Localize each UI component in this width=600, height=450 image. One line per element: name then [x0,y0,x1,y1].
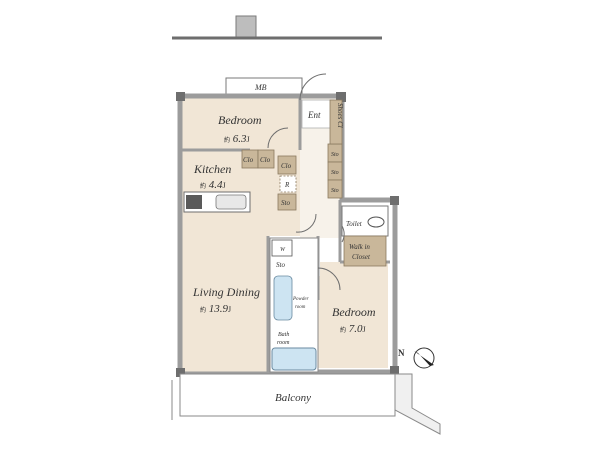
bedroom2-area: 約 7.0J [340,323,366,335]
storage-units [241,99,343,273]
kitchen-area: 約 4.4J [200,179,226,191]
storage-label: Sto [331,170,339,176]
wall-posts [176,92,399,377]
kitchen-label: Kitchen [193,162,231,176]
entrance-label: Ent [307,110,321,120]
storage-label: Sto [276,261,285,269]
living-area: 約 13.9J [200,303,231,315]
balcony [171,373,441,435]
compass-north-label: N [398,348,405,358]
toilet-block [341,205,389,267]
powder-label-2: room [295,305,306,310]
balcony-label: Balcony [275,392,311,404]
refrigerator-label: R [284,181,290,189]
closet-label: Clo [260,156,271,164]
storage-label: Sto [331,152,339,158]
washer-label: W [280,247,286,253]
bedroom2-label: Bedroom [332,305,376,319]
doors [267,73,345,291]
bath-label-2: room [277,340,290,346]
storage-label: Sto [281,199,290,207]
kitchen-counter [183,191,251,213]
compass [413,347,435,369]
refrigerator-space [279,175,297,193]
bath-label-1: Bath [278,332,289,338]
toilet-label: Toilet [346,220,363,228]
floor-areas [182,98,388,372]
roof-structure [172,15,382,40]
bedroom1-label: Bedroom [218,113,262,127]
mb-label: MB [254,83,267,92]
storage-label: Sto [331,188,339,194]
closet-label: Clo [281,162,292,170]
shoe-closet-label: Shoes Cl [336,103,344,128]
wet-area [269,237,319,373]
powder-label-1: Powder [292,297,309,302]
walkin-label-1: Walk in [349,243,370,251]
closet-label: Clo [243,156,254,164]
living-label: Living Dining [192,285,260,299]
bedroom1-area: 約 6.3J [224,133,250,145]
walkin-label-2: Closet [352,253,371,261]
